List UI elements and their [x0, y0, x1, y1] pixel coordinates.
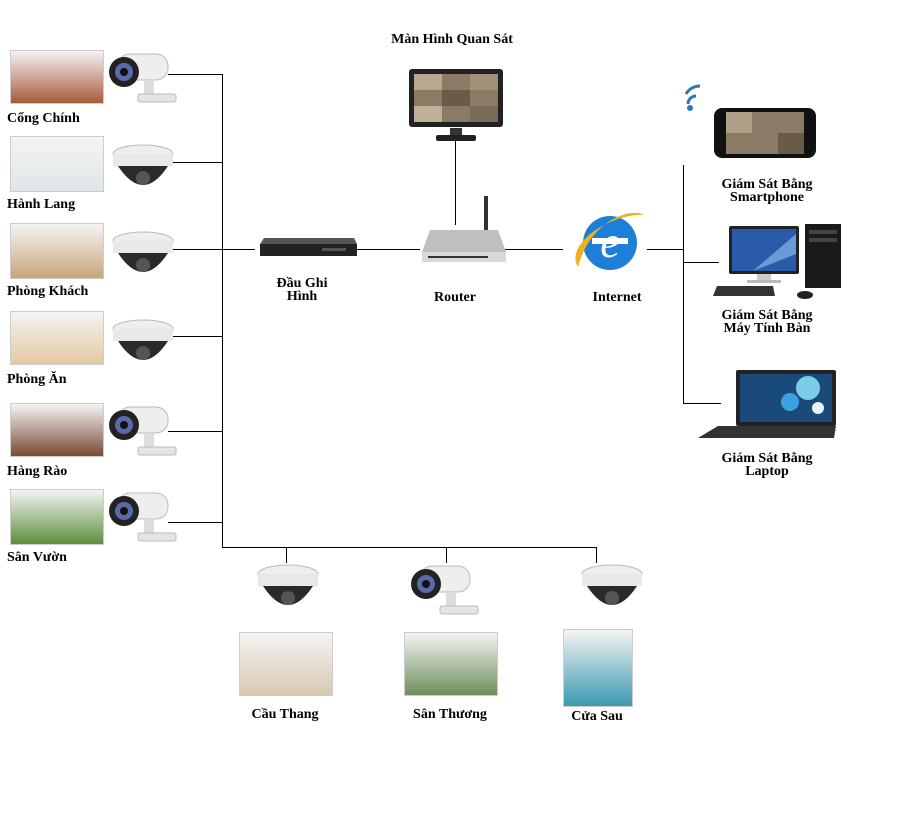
wire [446, 547, 447, 563]
location-photo [10, 136, 104, 192]
wire [168, 336, 222, 337]
wire [222, 74, 223, 548]
wire [168, 162, 222, 163]
smartphone-icon [684, 84, 816, 158]
nvr-icon [260, 238, 357, 256]
wire [455, 140, 456, 225]
camera-location-label: Phòng Khách [7, 284, 89, 299]
wire [647, 249, 683, 250]
wire [683, 165, 684, 404]
wire [168, 522, 222, 523]
router-label: Router [434, 290, 476, 305]
wire [222, 547, 597, 548]
nvr-label-line2: Hình [286, 289, 318, 304]
wire [505, 249, 563, 250]
location-photo [404, 632, 498, 696]
location-photo [10, 489, 104, 545]
location-photo [10, 311, 104, 365]
wire [168, 249, 222, 250]
client-label-line1: Giám Sát Bằng [721, 451, 813, 466]
location-photo [10, 50, 104, 104]
laptop-icon [698, 370, 836, 438]
client-label-line2: Máy Tính Bàn [723, 321, 811, 336]
camera-location-label: Cửa Sau [571, 709, 623, 724]
wire [168, 431, 222, 432]
wire [683, 262, 719, 263]
desktop-icon [713, 224, 841, 299]
monitor-title: Màn Hình Quan Sát [391, 32, 513, 47]
camera-location-label: Cầu Thang [251, 707, 319, 722]
wire [222, 249, 255, 250]
location-photo [239, 632, 333, 696]
dome-camera-icon [110, 142, 176, 203]
camera-location-label: Phòng Ăn [7, 372, 67, 387]
location-photo [563, 629, 633, 707]
bullet-camera-icon [104, 403, 184, 468]
wire [596, 547, 597, 563]
client-label-line1: Giám Sát Bằng [721, 177, 813, 192]
monitor-icon [409, 69, 503, 141]
internet-explorer-icon: e [575, 212, 644, 270]
location-photo [10, 403, 104, 457]
dome-camera-icon [110, 229, 176, 290]
camera-location-label: Sân Vườn [7, 550, 67, 565]
nvr-label-line1: Đầu Ghi [276, 276, 328, 291]
client-label-line2: Smartphone [730, 190, 804, 205]
dome-camera-icon [110, 317, 176, 378]
camera-location-label: Hàng Rào [7, 464, 68, 479]
router-icon [422, 196, 506, 262]
bullet-camera-icon [104, 489, 184, 554]
client-label-line2: Laptop [745, 464, 789, 479]
wire [286, 547, 287, 563]
dome-camera-icon [579, 562, 645, 623]
wire [683, 403, 721, 404]
wire [168, 74, 222, 75]
wire [357, 249, 420, 250]
camera-location-label: Sân Thương [413, 707, 487, 722]
svg-text:e: e [600, 218, 620, 267]
camera-location-label: Cổng Chính [7, 111, 80, 126]
bullet-camera-icon [406, 562, 486, 627]
internet-label: Internet [592, 290, 642, 305]
bullet-camera-icon [104, 50, 184, 115]
location-photo [10, 223, 104, 279]
dome-camera-icon [255, 562, 321, 623]
camera-location-label: Hành Lang [7, 197, 76, 212]
client-label-line1: Giám Sát Bằng [721, 308, 813, 323]
